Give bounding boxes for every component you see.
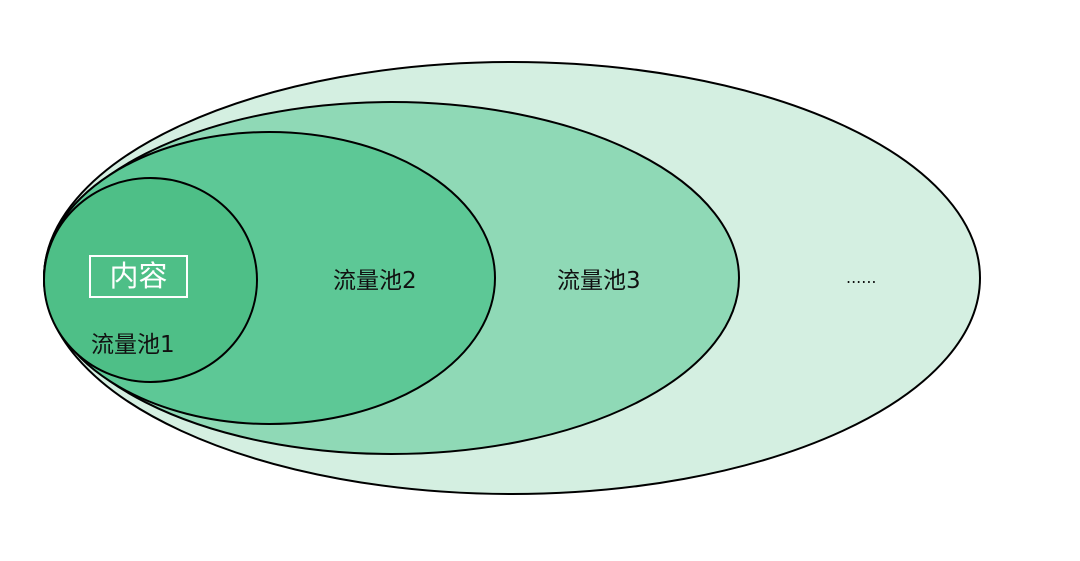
pool-1-label: 流量池1 xyxy=(91,332,175,358)
pool-1-ellipse xyxy=(43,177,258,383)
content-label: 内容 xyxy=(109,259,168,293)
pool-2-label: 流量池2 xyxy=(333,268,417,294)
pool-3-label: 流量池3 xyxy=(557,268,641,294)
content-box: 内容 xyxy=(89,255,188,298)
more-pools-ellipsis: ...... xyxy=(846,268,877,287)
